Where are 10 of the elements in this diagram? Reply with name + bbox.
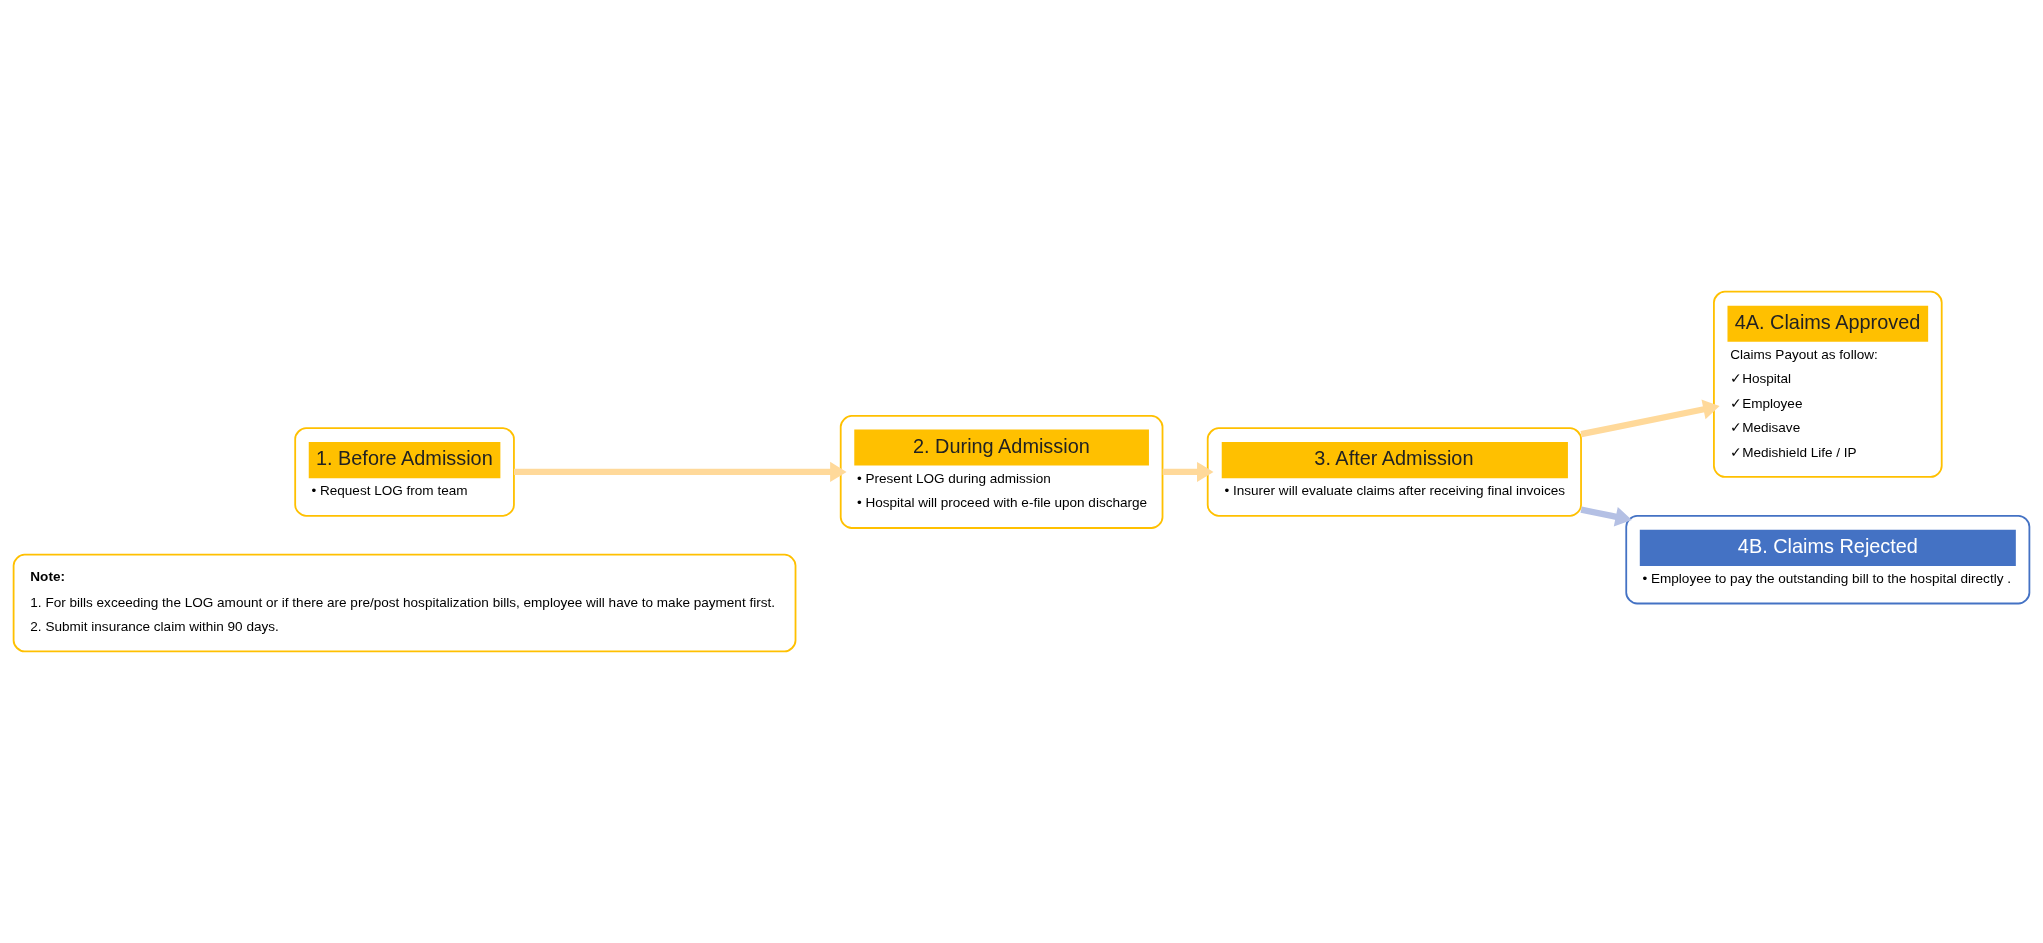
- node-box: 2. During Admission • Present LOG during admission • Hospital will proceed with e-file upon discharge: [839, 415, 1164, 529]
- node-box: Note: 1. For bills exceeding the LOG amount or if there are pre/post hospitalization bills, employee will have to make payment first. 2. Submit insurance claim within 90 days.: [12, 553, 797, 653]
- arrow: [513, 461, 847, 483]
- node-box: 4B. Claims Rejected • Employee to pay the outstanding bill to the hospital directly .: [1625, 514, 2031, 605]
- arrow: [1162, 461, 1214, 483]
- node-box: 4A. Claims Approved Claims Payout as follow: ✓Hospital ✓Employee ✓Medisave ✓Medishield Life / IP: [1713, 290, 1943, 478]
- node-box: 3. After Admission • Insurer will evaluate claims after receiving final invoices: [1206, 427, 1582, 517]
- arrow: [1580, 506, 1632, 527]
- arrow: [1580, 399, 1720, 438]
- node-box: 1. Before Admission • Request LOG from team: [294, 427, 515, 517]
